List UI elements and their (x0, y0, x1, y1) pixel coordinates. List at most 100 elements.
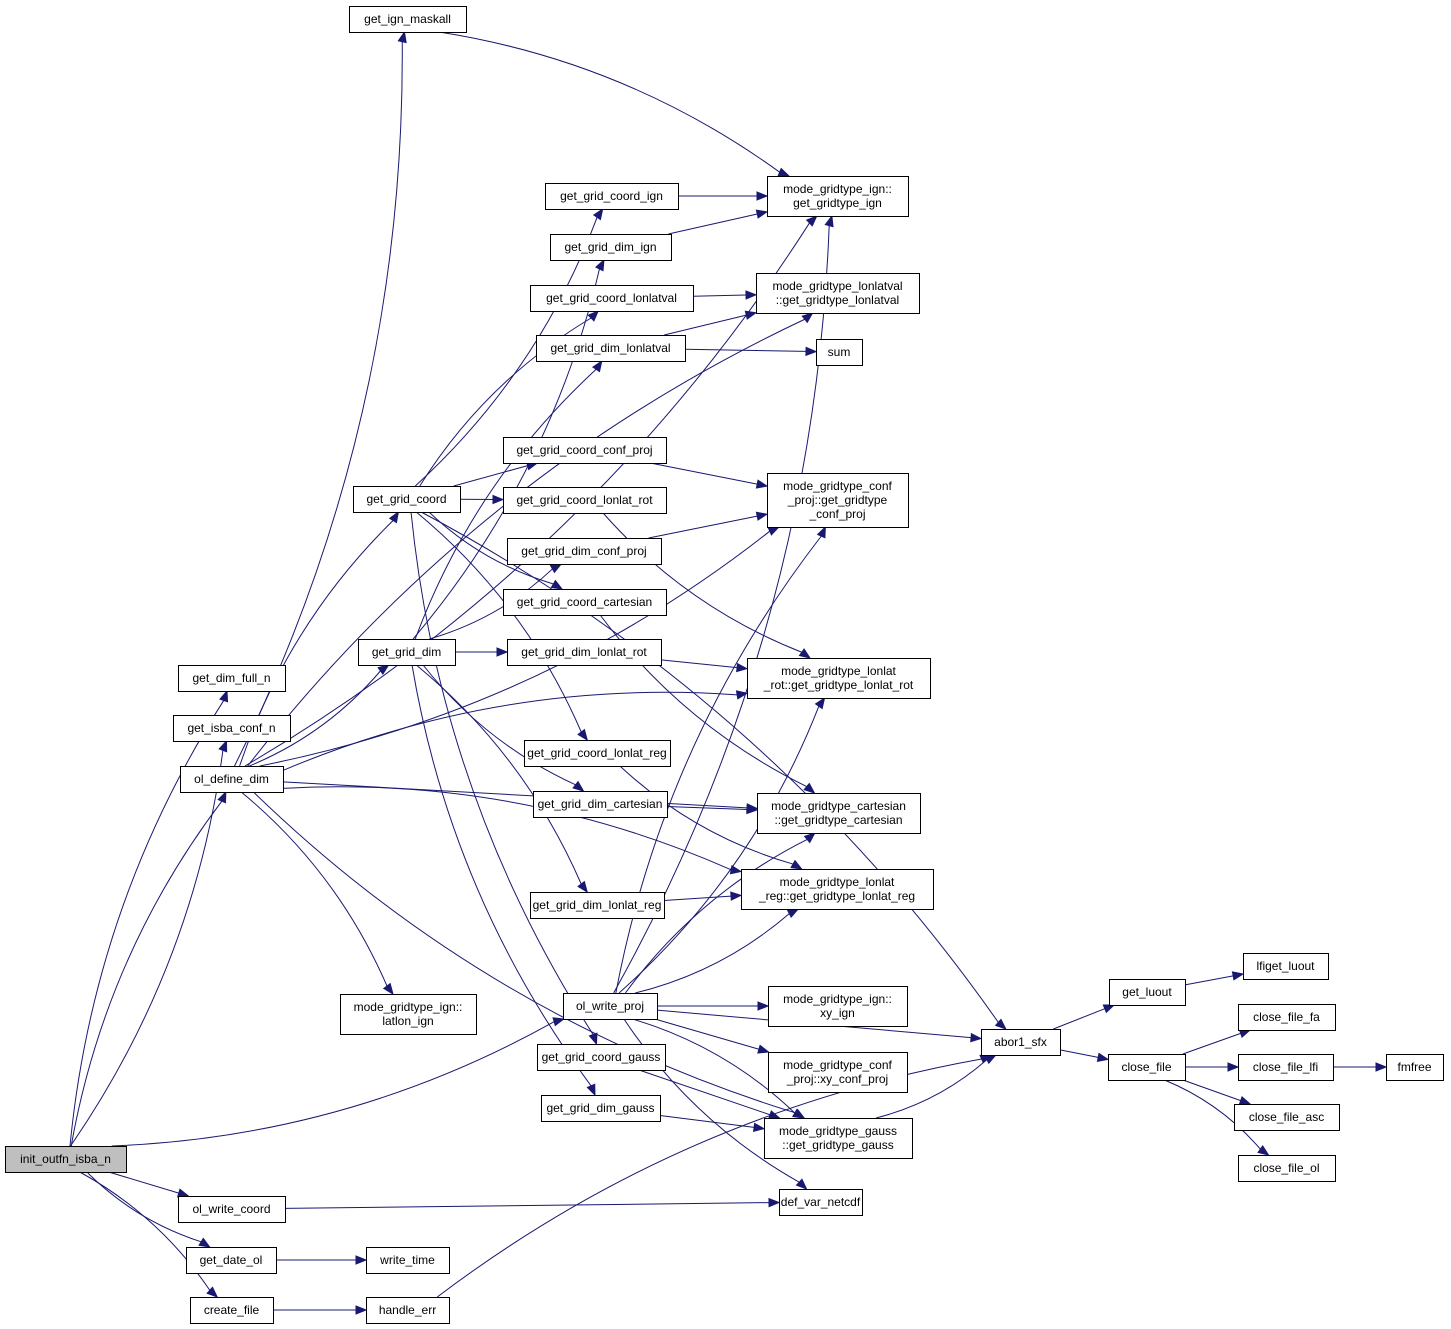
node-label: get_luout (1122, 985, 1172, 999)
graph-node-get-grid-coord-gauss[interactable]: get_grid_coord_gauss (537, 1044, 666, 1071)
edge-line (259, 530, 771, 767)
edge-line (1182, 1032, 1241, 1055)
graph-node-get-grid-coord-conf-proj[interactable]: get_grid_coord_conf_proj (503, 437, 667, 464)
node-label: get_isba_conf_n (187, 721, 275, 735)
graph-node-def-var-netcdf[interactable]: def_var_netcdf (779, 1189, 863, 1216)
graph-node-close-file-asc[interactable]: close_file_asc (1234, 1104, 1340, 1131)
graph-node-xy-ign[interactable]: mode_gridtype_ign::xy_ign (768, 986, 908, 1027)
node-label: handle_err (379, 1303, 436, 1317)
graph-node-ol-write-coord[interactable]: ol_write_coord (178, 1196, 286, 1223)
node-box (353, 486, 461, 513)
edge-line (619, 765, 794, 865)
arrowhead-icon (217, 790, 227, 804)
graph-node-get-grid-dim-lonlat-rot[interactable]: get_grid_dim_lonlat_rot (507, 639, 662, 666)
graph-node-gt-cartesian[interactable]: mode_gridtype_cartesian::get_gridtype_ca… (757, 793, 921, 834)
graph-node-get-grid-dim-ign[interactable]: get_grid_dim_ign (550, 234, 672, 261)
arrowhead-icon (549, 563, 563, 574)
node-label: get_grid_coord_ign (560, 189, 663, 203)
arrowhead-icon (492, 494, 505, 505)
graph-node-get-ign-maskall[interactable]: get_ign_maskall (349, 6, 467, 33)
graph-node-get-isba-conf-n[interactable]: get_isba_conf_n (173, 715, 291, 742)
node-label: close_file_fa (1253, 1010, 1320, 1024)
graph-node-gt-lonlatval[interactable]: mode_gridtype_lonlatval::get_gridtype_lo… (756, 273, 920, 314)
graph-node-get-luout[interactable]: get_luout (1109, 979, 1186, 1006)
edge-ol-write-proj-to-gt-gauss (632, 1018, 805, 1119)
edge-get-grid-dim-lonlat-reg-to-gt-lonlat-reg (663, 891, 743, 902)
edge-line (654, 1018, 760, 1050)
arrowhead-icon (587, 310, 600, 322)
graph-node-xy-conf-proj[interactable]: mode_gridtype_conf_proj::xy_conf_proj (768, 1052, 908, 1093)
edge-line (282, 786, 732, 871)
edge-ol-write-proj-to-gt-cartesian (624, 832, 816, 994)
node-label: get_grid_dim_gauss (546, 1101, 654, 1115)
edge-get-grid-dim-lonlatval-to-gt-lonlatval (664, 310, 758, 336)
graph-node-get-grid-dim-gauss[interactable]: get_grid_dim_gauss (541, 1095, 661, 1122)
node-box (178, 1196, 286, 1223)
edge-line (875, 1059, 988, 1119)
graph-node-close-file-ol[interactable]: close_file_ol (1238, 1155, 1336, 1182)
graph-node-fmfree[interactable]: fmfree (1386, 1054, 1444, 1081)
arrowhead-icon (206, 1286, 219, 1298)
graph-node-close-file[interactable]: close_file (1108, 1054, 1186, 1081)
graph-node-lfiget-luout[interactable]: lfiget_luout (1243, 953, 1329, 980)
graph-node-get-grid-dim[interactable]: get_grid_dim (358, 639, 456, 666)
arrowhead-icon (777, 167, 791, 177)
edge-line (692, 294, 747, 297)
node-label: get_grid_coord_gauss (542, 1050, 661, 1064)
graph-node-close-file-lfi[interactable]: close_file_lfi (1238, 1054, 1334, 1081)
graph-node-get-grid-dim-conf-proj[interactable]: get_grid_dim_conf_proj (507, 538, 662, 565)
graph-node-ol-write-proj[interactable]: ol_write_proj (563, 993, 658, 1020)
graph-node-get-grid-dim-cartesian[interactable]: get_grid_dim_cartesian (533, 791, 668, 818)
edge-line (411, 664, 592, 1087)
graph-node-get-dim-full-n[interactable]: get_dim_full_n (178, 665, 286, 692)
arrowhead-icon (577, 880, 589, 894)
edge-close-file-lfi-to-fmfree (1332, 1062, 1388, 1072)
node-box (358, 639, 456, 666)
edge-init-outfn-isba-n-to-ol-write-proj (111, 1017, 566, 1147)
edge-abor1-sfx-to-close-file (1059, 1049, 1110, 1062)
node-label: get_grid_coord_lonlat_reg (527, 746, 666, 760)
edge-ol-write-proj-to-gt-conf-proj (615, 525, 826, 994)
graph-node-abor1-sfx[interactable]: abor1_sfx (981, 1029, 1061, 1056)
arrowhead-icon (791, 1108, 805, 1119)
node-label: sum (828, 345, 851, 359)
edge-line (436, 1058, 982, 1298)
graph-node-latlon-ign[interactable]: mode_gridtype_ign::latlon_ign (340, 994, 477, 1035)
graph-node-gt-lonlat-rot[interactable]: mode_gridtype_lonlat_rot::get_gridtype_l… (747, 658, 931, 699)
edge-ol-define-dim-to-gt-ign (244, 215, 818, 767)
graph-node-write-time[interactable]: write_time (366, 1247, 450, 1274)
graph-node-gt-gauss[interactable]: mode_gridtype_gauss::get_gridtype_gauss (764, 1118, 913, 1159)
node-box (536, 335, 686, 362)
graph-node-gt-lonlat-reg[interactable]: mode_gridtype_lonlat_reg::get_gridtype_l… (741, 869, 934, 910)
node-box (190, 1297, 274, 1324)
edge-line (69, 700, 225, 1147)
graph-node-get-grid-coord-lonlatval[interactable]: get_grid_coord_lonlatval (530, 285, 694, 312)
graph-node-get-grid-coord-ign[interactable]: get_grid_coord_ign (545, 183, 679, 210)
node-label: _rot::get_gridtype_lonlat_rot (763, 678, 914, 692)
graph-node-get-grid-coord-cartesian[interactable]: get_grid_coord_cartesian (503, 589, 667, 616)
graph-node-create-file[interactable]: create_file (190, 1297, 274, 1324)
node-label: ::get_gridtype_lonlatval (776, 293, 899, 307)
nodes-layer: init_outfn_isba_n get_dim_full_n get_isba_… (5, 6, 1444, 1324)
graph-node-init-outfn-isba-n[interactable]: init_outfn_isba_n (5, 1146, 127, 1173)
edge-line (602, 512, 802, 653)
graph-node-get-grid-coord[interactable]: get_grid_coord (353, 486, 461, 513)
graph-node-get-grid-coord-lonlat-rot[interactable]: get_grid_coord_lonlat_rot (503, 487, 667, 514)
graph-node-ol-define-dim[interactable]: ol_define_dim (180, 766, 284, 793)
graph-node-get-grid-dim-lonlat-reg[interactable]: get_grid_dim_lonlat_reg (530, 892, 665, 919)
node-label: get_grid_dim (372, 645, 441, 659)
graph-node-close-file-fa[interactable]: close_file_fa (1238, 1004, 1336, 1031)
graph-node-get-date-ol[interactable]: get_date_ol (186, 1247, 277, 1274)
graph-node-handle-err[interactable]: handle_err (366, 1297, 450, 1324)
graph-node-get-grid-coord-lonlat-reg[interactable]: get_grid_coord_lonlat_reg (524, 740, 671, 767)
graph-node-get-grid-dim-lonlatval[interactable]: get_grid_dim_lonlatval (536, 335, 686, 362)
edge-line (632, 1018, 796, 1114)
edge-line (668, 213, 758, 235)
edge-line (664, 314, 747, 336)
graph-node-sum[interactable]: sum (816, 339, 863, 366)
node-label: get_grid_dim_cartesian (538, 797, 663, 811)
arrowhead-icon (218, 739, 228, 753)
graph-node-gt-conf-proj[interactable]: mode_gridtype_conf_proj::get_gridtype_co… (767, 473, 909, 528)
graph-node-gt-ign[interactable]: mode_gridtype_ign::get_gridtype_ign (767, 176, 909, 217)
